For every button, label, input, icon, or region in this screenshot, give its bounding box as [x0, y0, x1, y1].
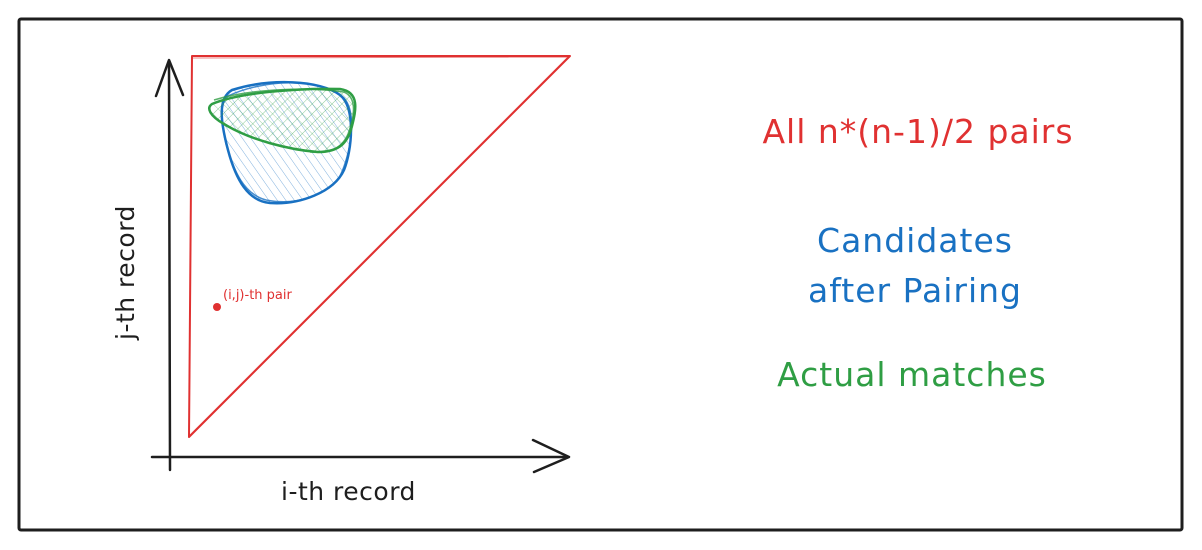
- diagram-frame: [17, 17, 1184, 532]
- pair-point: [213, 303, 221, 311]
- legend-matches: Actual matches: [777, 355, 1047, 394]
- legend-candidates-line2: after Pairing: [808, 271, 1022, 310]
- y-axis: [154, 58, 185, 472]
- legend-candidates-line1: Candidates: [817, 221, 1013, 260]
- matches-region: [208, 87, 357, 154]
- x-axis: [150, 438, 571, 474]
- legend-all-pairs: All n*(n-1)/2 pairs: [762, 112, 1073, 151]
- all-pairs-triangle: [188, 55, 571, 438]
- pair-point-label: (i,j)-th pair: [223, 288, 292, 303]
- y-axis-label: j-th record: [111, 205, 140, 341]
- x-axis-label: i-th record: [281, 477, 416, 506]
